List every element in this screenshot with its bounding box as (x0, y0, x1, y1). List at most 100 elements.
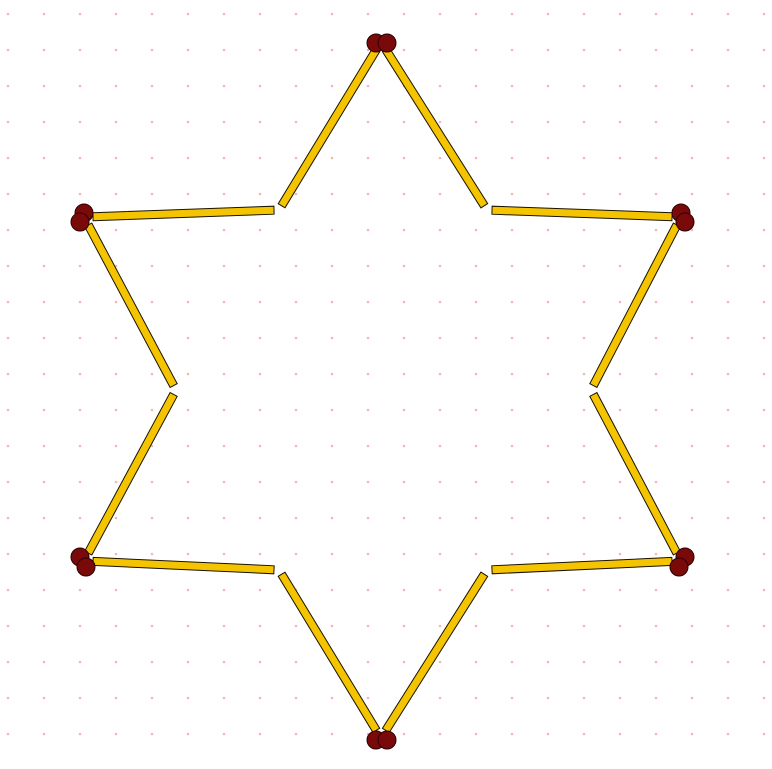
grid-dot (655, 85, 658, 88)
grid-dot (331, 733, 334, 736)
grid-dot (259, 85, 262, 88)
grid-dot (511, 481, 514, 484)
grid-dot (43, 373, 46, 376)
grid-dot (187, 265, 190, 268)
grid-dot (403, 625, 406, 628)
grid-dot (511, 13, 514, 16)
matchstick-icon[interactable] (382, 48, 487, 208)
matchstick-icon[interactable] (93, 206, 274, 221)
grid-dot (547, 229, 550, 232)
matchstick-icon[interactable] (492, 206, 672, 221)
grid-dot (583, 625, 586, 628)
grid-dot (187, 625, 190, 628)
grid-dot (727, 229, 730, 232)
grid-dot (439, 445, 442, 448)
grid-dot (295, 517, 298, 520)
grid-dot (79, 265, 82, 268)
grid-dot (691, 121, 694, 124)
grid-dot (475, 337, 478, 340)
grid-dot (295, 409, 298, 412)
grid-dot (79, 13, 82, 16)
grid-dot (43, 733, 46, 736)
grid-dot (475, 625, 478, 628)
grid-dot (7, 85, 10, 88)
grid-dot (259, 697, 262, 700)
grid-dot (7, 13, 10, 16)
grid-dot (475, 121, 478, 124)
grid-dot (187, 661, 190, 664)
grid-dot (403, 409, 406, 412)
grid-dot (439, 697, 442, 700)
grid-dot (403, 553, 406, 556)
grid-dot (439, 49, 442, 52)
grid-dot (763, 625, 766, 628)
grid-dot (259, 337, 262, 340)
grid-dot (7, 517, 10, 520)
grid-dot (7, 733, 10, 736)
grid-dot (547, 157, 550, 160)
grid-dot (619, 661, 622, 664)
grid-dot (115, 517, 118, 520)
grid-dot (691, 373, 694, 376)
matchstick-icon[interactable] (93, 557, 274, 573)
grid-dot (547, 121, 550, 124)
matchstick-icon[interactable] (85, 223, 178, 387)
grid-dot (223, 625, 226, 628)
grid-dot (259, 481, 262, 484)
grid-dot (511, 409, 514, 412)
grid-dot (151, 301, 154, 304)
grid-dot (79, 49, 82, 52)
grid-dot (547, 409, 550, 412)
grid-dot (295, 337, 298, 340)
grid-dot (43, 121, 46, 124)
grid-dot (403, 121, 406, 124)
grid-dot (511, 85, 514, 88)
grid-dot (43, 229, 46, 232)
matchstick-icon[interactable] (278, 48, 380, 208)
grid-dot (511, 697, 514, 700)
grid-dot (151, 85, 154, 88)
matchstick-icon[interactable] (278, 572, 380, 732)
grid-dot (79, 85, 82, 88)
grid-dot (403, 373, 406, 376)
grid-dot (115, 49, 118, 52)
grid-dot (79, 517, 82, 520)
grid-dot (367, 301, 370, 304)
grid-dot (331, 445, 334, 448)
grid-dot (763, 121, 766, 124)
matchstick-icon[interactable] (590, 223, 681, 387)
grid-dot (619, 589, 622, 592)
grid-dot (403, 481, 406, 484)
grid-dot (583, 661, 586, 664)
grid-dot (115, 373, 118, 376)
grid-dot (691, 589, 694, 592)
grid-dot (367, 625, 370, 628)
grid-dot (295, 733, 298, 736)
grid-dot (511, 589, 514, 592)
grid-dot (547, 337, 550, 340)
grid-dot (655, 625, 658, 628)
grid-dot (655, 337, 658, 340)
grid-dot (655, 193, 658, 196)
matchstick-icon[interactable] (85, 393, 178, 556)
matchstick-icon[interactable] (590, 393, 681, 555)
grid-dot (115, 229, 118, 232)
grid-dot (187, 517, 190, 520)
matchstick-icon[interactable] (492, 557, 672, 573)
grid-dot (115, 121, 118, 124)
grid-dot (583, 121, 586, 124)
grid-dot (583, 265, 586, 268)
grid-dot (79, 373, 82, 376)
grid-dot (763, 661, 766, 664)
grid-dot (403, 337, 406, 340)
matchstick-icon[interactable] (382, 572, 487, 732)
grid-dot (367, 121, 370, 124)
grid-dot (547, 625, 550, 628)
grid-dot (583, 13, 586, 16)
grid-dot (259, 733, 262, 736)
grid-dot (187, 121, 190, 124)
grid-dot (619, 733, 622, 736)
grid-dot (295, 625, 298, 628)
grid-dot (115, 13, 118, 16)
grid-dot (223, 445, 226, 448)
